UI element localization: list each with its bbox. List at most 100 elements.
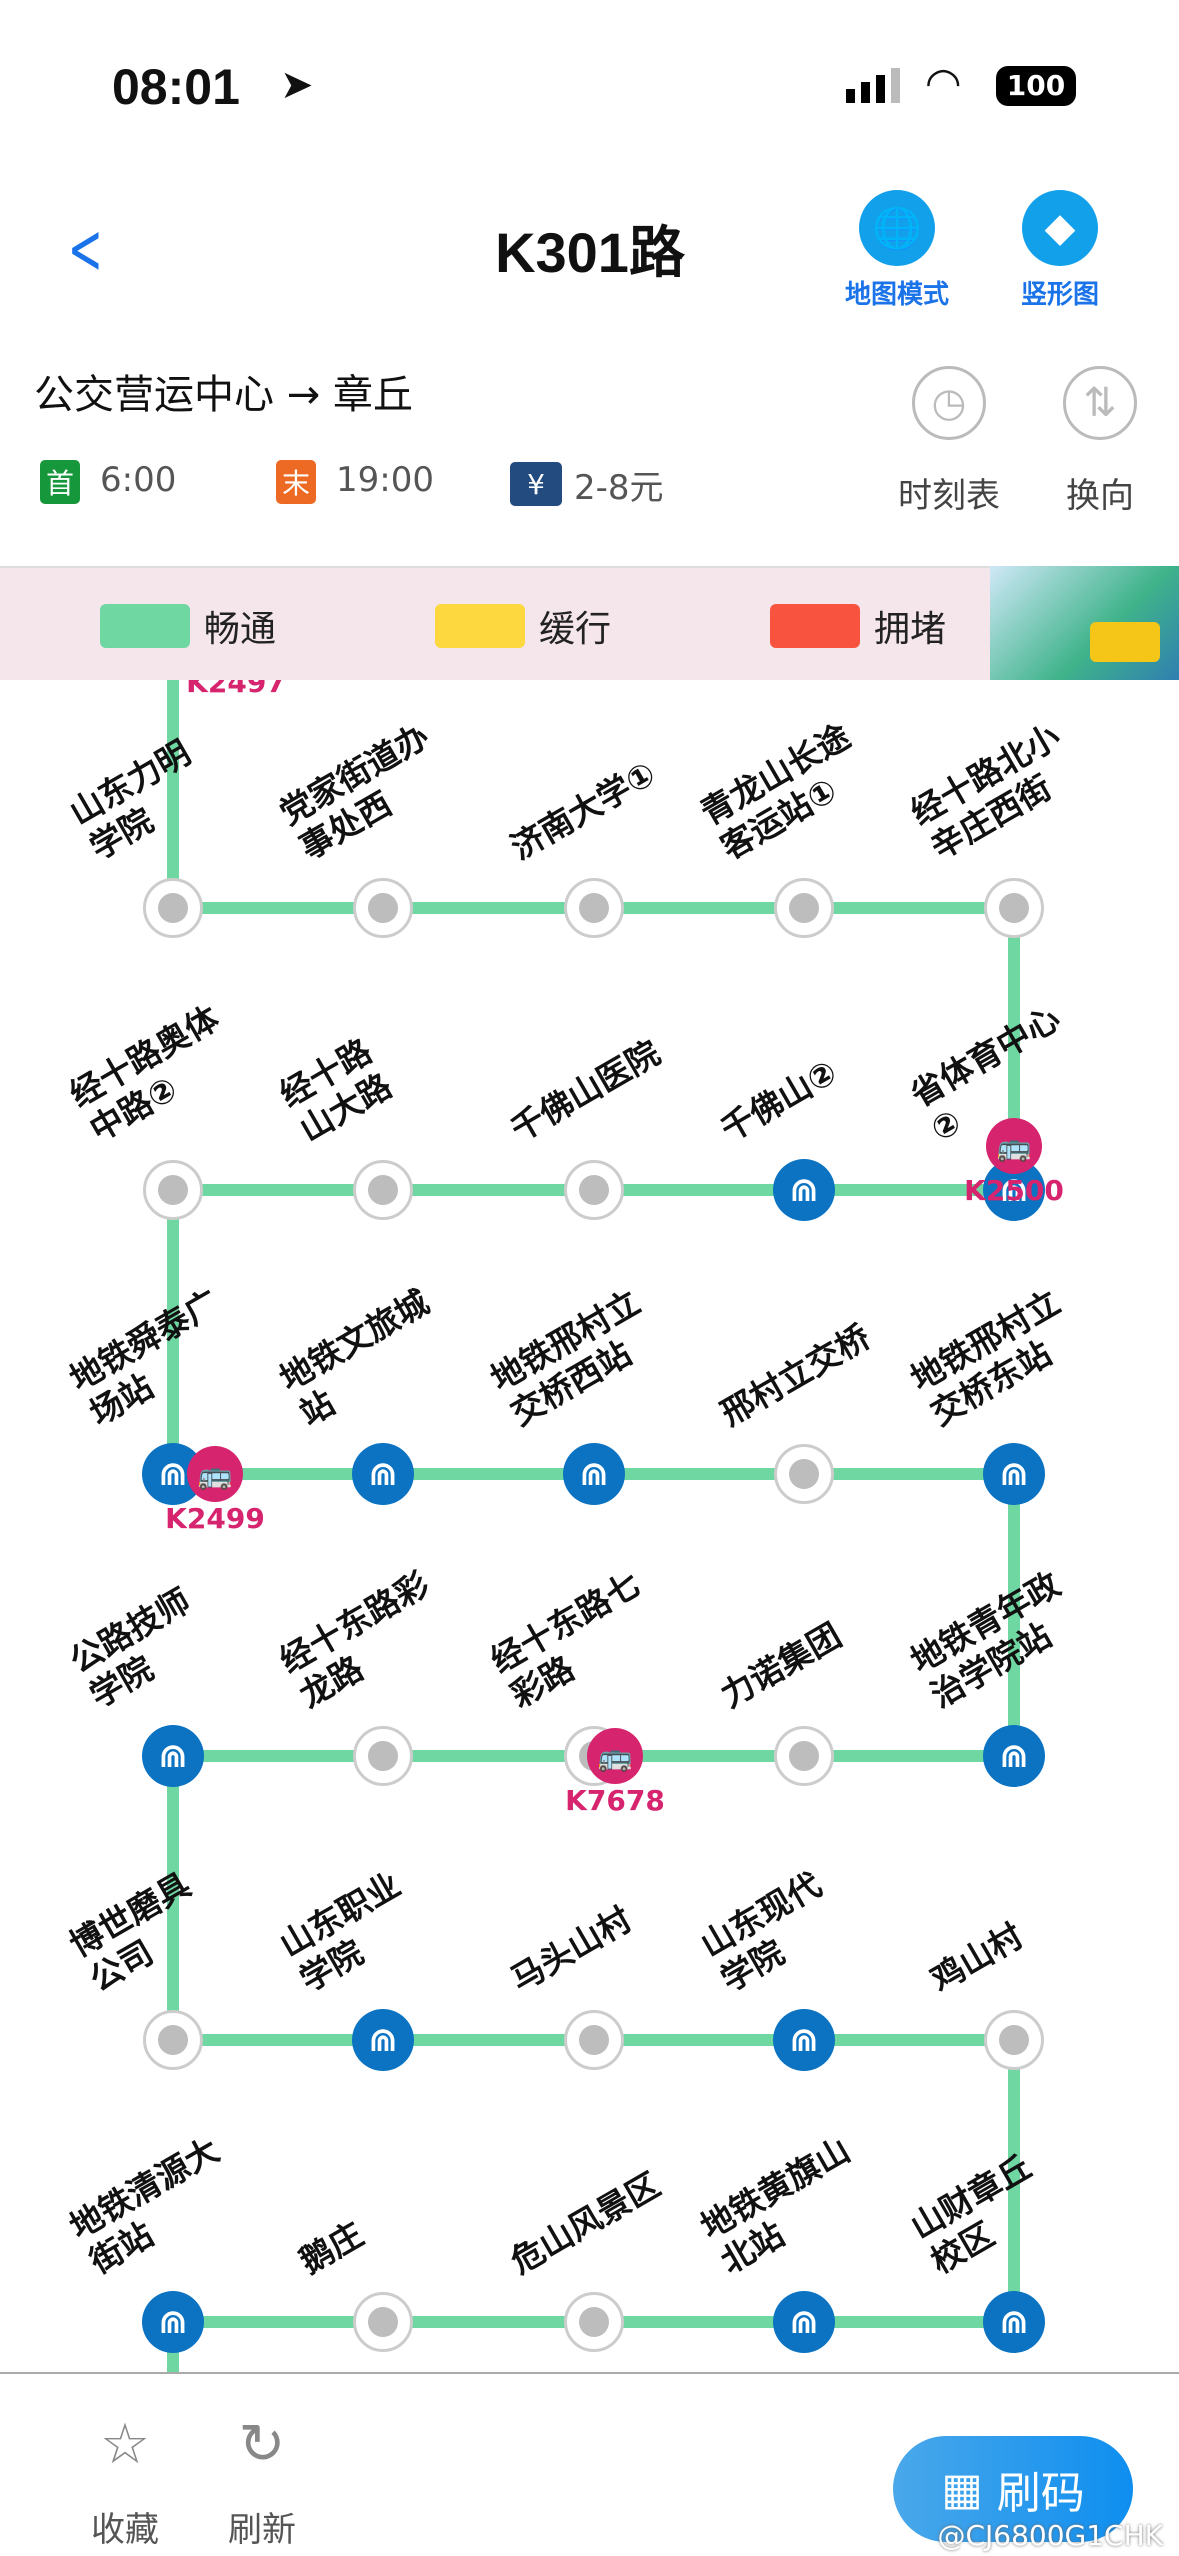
stop-dot <box>579 2307 609 2337</box>
page-title: K301路 <box>495 221 685 284</box>
bus-icon[interactable]: 🚌 <box>187 1446 243 1502</box>
station-stop[interactable] <box>774 878 834 938</box>
metro-station-icon[interactable]: ⋒ <box>773 2291 835 2353</box>
station-name[interactable]: 山东现代 学院 <box>694 1864 828 2000</box>
clock-icon[interactable]: ◷ <box>912 366 986 440</box>
station-name[interactable]: 山东力明 学院 <box>63 732 197 868</box>
scan-code-button[interactable]: ▦刷码 <box>893 2436 1133 2542</box>
metro-station-icon[interactable]: ⋒ <box>983 2291 1045 2353</box>
metro-station-icon[interactable]: ⋒ <box>983 1725 1045 1787</box>
station-name[interactable]: 地铁舜泰广 场站 <box>63 1282 226 1434</box>
route-map[interactable]: 山东力明 学院党家街道办 事处西济南大学① 青龙山长途 客运站① 经十路北小 辛庄西… <box>0 680 1179 2372</box>
refresh-button[interactable]: 刷新 <box>228 2510 296 2550</box>
station-stop[interactable] <box>353 1726 413 1786</box>
vertical-view-button[interactable]: ◆ 竖形图 <box>990 190 1130 311</box>
station-name[interactable]: 地铁青年政 治学院站 <box>904 1564 1067 1716</box>
station-name[interactable]: 地铁邢村立 交桥东站 <box>904 1282 1067 1434</box>
stop-dot <box>368 2307 398 2337</box>
station-stop[interactable] <box>143 1160 203 1220</box>
station-name[interactable]: 经十东路七 彩路 <box>484 1564 647 1716</box>
scan-code-label: 刷码 <box>996 2468 1085 2519</box>
metro-station-icon[interactable]: ⋒ <box>983 1159 1045 1221</box>
station-name[interactable]: 山东职业 学院 <box>273 1864 407 2000</box>
watermark: @CJ6800G1CHK <box>937 2519 1163 2552</box>
station-name[interactable]: 经十路北小 辛庄西街 <box>904 716 1067 868</box>
star-icon[interactable]: ☆ <box>99 2412 151 2477</box>
legend-swatch-1 <box>435 604 525 648</box>
bus-icon[interactable]: 🚌 <box>587 1728 643 1784</box>
station-name[interactable]: 经十路奥体 中路② <box>63 998 226 1150</box>
station-stop[interactable] <box>564 2292 624 2352</box>
station-name[interactable]: 邢村立交桥 <box>714 1316 877 1434</box>
station-name[interactable]: 公路技师 学院 <box>63 1580 197 1716</box>
favorite-button[interactable]: 收藏 <box>91 2510 159 2550</box>
station-name[interactable]: 危山风景区 <box>504 2164 667 2282</box>
route-from: 公交营运中心 <box>34 372 274 418</box>
status-time: 08:01 <box>112 59 240 115</box>
stop-dot <box>158 893 188 923</box>
map-mode-label: 地图模式 <box>844 280 949 310</box>
bus-icon[interactable]: 🚌 <box>986 1118 1042 1174</box>
station-stop[interactable] <box>564 1160 624 1220</box>
metro-station-icon[interactable]: ⋒ <box>983 1443 1045 1505</box>
station-name[interactable]: 地铁清源大 街站 <box>63 2130 226 2282</box>
station-name[interactable]: 地铁黄旗山 北站 <box>694 2130 857 2282</box>
stop-dot <box>368 1741 398 1771</box>
station-stop[interactable] <box>774 1726 834 1786</box>
metro-station-icon[interactable]: ⋒ <box>142 1725 204 1787</box>
station-name[interactable]: 鸡山村 <box>924 1915 1030 2000</box>
station-name[interactable]: 千佛山② <box>714 1051 844 1150</box>
station-stop[interactable] <box>564 878 624 938</box>
first-bus-badge: 首 <box>40 460 80 504</box>
metro-station-icon[interactable]: ⋒ <box>352 1443 414 1505</box>
station-name[interactable]: 青龙山长途 客运站① <box>694 716 857 868</box>
station-stop[interactable] <box>143 2010 203 2070</box>
stop-dot <box>999 2025 1029 2055</box>
station-stop[interactable] <box>353 2292 413 2352</box>
map-mode-button[interactable]: 🌐 地图模式 <box>827 190 967 311</box>
route-line <box>167 1190 179 1474</box>
bottom-bar: ☆ 收藏 ↻ 刷新 ▦刷码 @CJ6800G1CHK <box>0 2372 1179 2556</box>
station-name[interactable]: 经十东路彩 龙路 <box>273 1564 436 1716</box>
station-name[interactable]: 力诺集团 <box>714 1615 848 1716</box>
station-stop[interactable] <box>984 878 1044 938</box>
station-name[interactable]: 地铁文旅城 站 <box>273 1282 436 1434</box>
metro-station-icon[interactable]: ⋒ <box>773 1159 835 1221</box>
city-illustration <box>990 566 1179 680</box>
metro-station-icon[interactable]: ⋒ <box>352 2009 414 2071</box>
station-name[interactable]: 党家街道办 事处西 <box>273 716 436 868</box>
stop-dot <box>368 1175 398 1205</box>
bus-illustration-icon <box>1090 622 1160 662</box>
bus-number: K2500 <box>964 1174 1064 1207</box>
stop-dot <box>999 893 1029 923</box>
reverse-icon[interactable]: ⇅ <box>1063 366 1137 440</box>
station-name[interactable]: 山财章丘 校区 <box>904 2146 1038 2282</box>
station-stop[interactable] <box>353 1160 413 1220</box>
refresh-icon[interactable]: ↻ <box>238 2412 286 2477</box>
stop-dot <box>789 1459 819 1489</box>
stop-dot <box>579 1175 609 1205</box>
wifi-icon: ◠ <box>925 58 962 107</box>
station-name[interactable]: 地铁邢村立 交桥西站 <box>484 1282 647 1434</box>
station-stop[interactable] <box>564 2010 624 2070</box>
timetable-button[interactable]: 时刻表 <box>898 476 1000 516</box>
metro-station-icon[interactable]: ⋒ <box>142 2291 204 2353</box>
station-name[interactable]: 鹅庄 <box>293 2214 370 2282</box>
station-name[interactable]: 博世磨具 公司 <box>63 1864 197 2000</box>
metro-station-icon[interactable]: ⋒ <box>773 2009 835 2071</box>
legend-label-1: 缓行 <box>539 609 612 650</box>
reverse-button[interactable]: 换向 <box>1066 476 1134 516</box>
station-stop[interactable] <box>353 878 413 938</box>
station-stop[interactable] <box>143 878 203 938</box>
station-name[interactable]: 千佛山医院 <box>504 1032 667 1150</box>
station-name[interactable]: 马头山村 <box>504 1899 638 2000</box>
station-name[interactable]: 济南大学① <box>504 753 663 868</box>
direction-sign-icon: ◆ <box>1022 190 1098 266</box>
fare-badge: ¥ <box>510 462 562 506</box>
stop-dot <box>789 1741 819 1771</box>
station-stop[interactable] <box>774 1444 834 1504</box>
station-name[interactable]: 经十路 山大路 <box>273 1031 399 1150</box>
station-stop[interactable] <box>984 2010 1044 2070</box>
metro-station-icon[interactable]: ⋒ <box>563 1443 625 1505</box>
back-button[interactable]: < <box>67 208 103 290</box>
